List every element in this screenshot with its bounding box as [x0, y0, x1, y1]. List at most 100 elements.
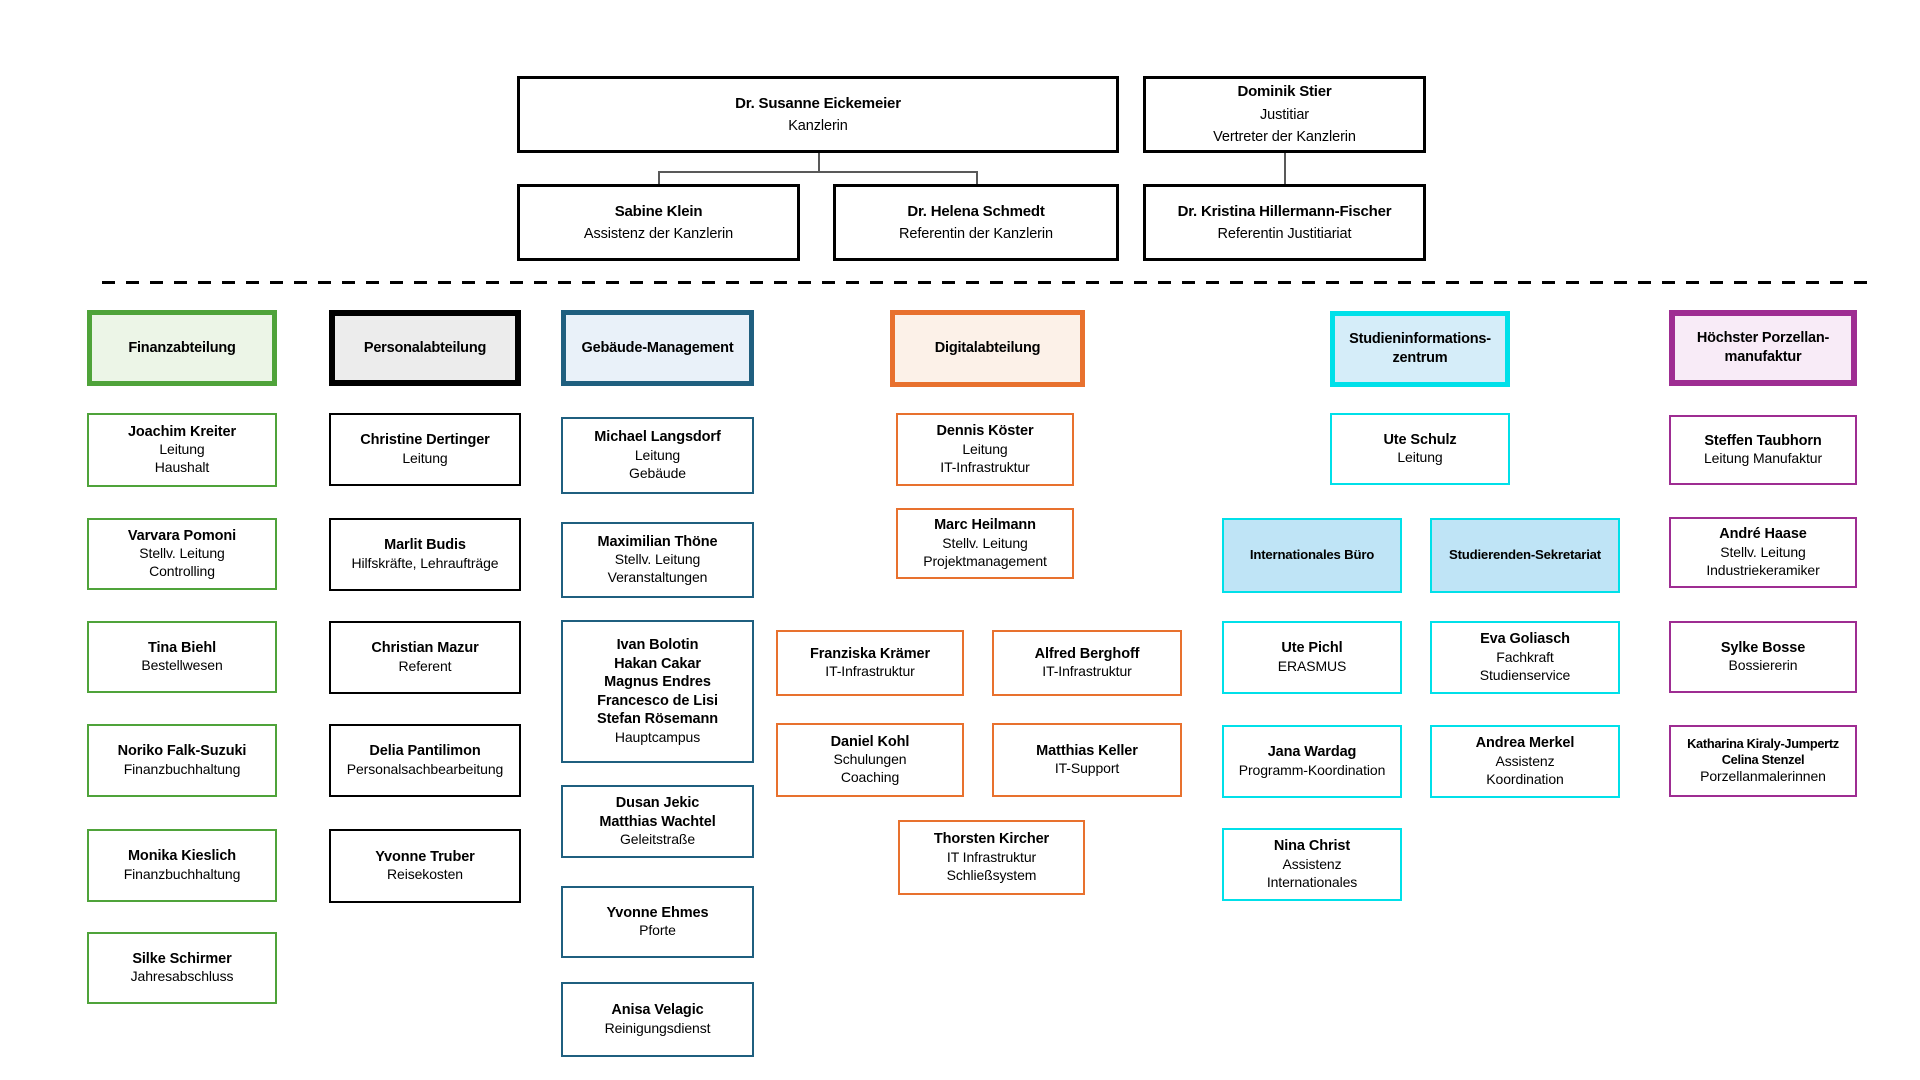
org-box-referentin-kanzlerin: Dr. Helena Schmedt Referentin der Kanzle…: [833, 184, 1119, 261]
person-role: IT-Support: [1054, 760, 1120, 777]
person-role: Schulungen Coaching: [833, 751, 907, 786]
person-role: Leitung Haushalt: [154, 441, 210, 476]
person-role: Reisekosten: [387, 866, 463, 883]
person-name: Delia Pantilimon: [369, 743, 481, 760]
person-role: Porzellanmalerinnen: [1700, 768, 1826, 785]
person-role: Jahresabschluss: [130, 968, 234, 985]
person-name: Daniel Kohl: [830, 733, 910, 750]
org-box-andrea-merkel: Andrea Merkel Assistenz Koordination: [1430, 725, 1620, 798]
org-box-andre-haase: André Haase Stellv. Leitung Industrieker…: [1669, 517, 1857, 588]
org-box-delia-pantilimon: Delia Pantilimon Personalsachbearbeitung: [329, 724, 521, 797]
person-role: Geleitstraße: [619, 831, 696, 848]
person-name: Andrea Merkel: [1475, 735, 1575, 752]
person-role: Assistenz Koordination: [1486, 752, 1564, 787]
person-role: Referentin der Kanzlerin: [899, 225, 1053, 242]
org-box-sylke-bosse: Sylke Bosse Bossiererin: [1669, 621, 1857, 693]
org-box-assistenz-kanzlerin: Sabine Klein Assistenz der Kanzlerin: [517, 184, 800, 261]
person-role: Stellv. Leitung Projektmanagement: [923, 534, 1047, 569]
person-role: Leitung Manufaktur: [1703, 450, 1823, 467]
person-name: Dr. Susanne Eickemeier: [735, 94, 901, 112]
dept-title: Finanzabteilung: [128, 339, 236, 356]
org-box-ute-pichl: Ute Pichl ERASMUS: [1222, 621, 1402, 694]
person-name: Varvara Pomoni: [127, 527, 237, 544]
person-name: Ute Pichl: [1281, 640, 1343, 657]
person-role: Kanzlerin: [788, 117, 848, 134]
org-box-monika-kieslich: Monika Kieslich Finanzbuchhaltung: [87, 829, 277, 902]
person-name: Ivan Bolotin Hakan Cakar Magnus Endres F…: [597, 637, 718, 728]
dept-title: Höchster Porzellan- manufaktur: [1696, 330, 1830, 365]
dept-title: Studieninformations- zentrum: [1349, 331, 1491, 366]
dashed-divider: [102, 281, 1872, 284]
person-role: Assistenz der Kanzlerin: [583, 225, 734, 242]
person-name: Silke Schirmer: [132, 950, 232, 967]
person-name: Matthias Keller: [1036, 742, 1138, 759]
org-box-thorsten-kircher: Thorsten Kircher IT Infrastruktur Schlie…: [898, 820, 1085, 895]
dept-header-digitalabteilung: Digitalabteilung: [890, 310, 1085, 387]
org-box-varvara-pomoni: Varvara Pomoni Stellv. Leitung Controlli…: [87, 518, 277, 590]
person-name: Dominik Stier: [1237, 83, 1332, 101]
person-role: Hauptcampus: [614, 728, 701, 745]
person-name: Marlit Budis: [384, 537, 466, 554]
org-box-eva-goliasch: Eva Goliasch Fachkraft Studienservice: [1430, 621, 1620, 694]
dept-title: Gebäude-Management: [581, 339, 734, 356]
org-box-marc-heilmann: Marc Heilmann Stellv. Leitung Projektman…: [896, 508, 1074, 579]
person-name: Maximilian Thöne: [597, 533, 718, 550]
person-role: IT Infrastruktur Schließsystem: [946, 848, 1037, 883]
org-box-franziska-kraemer: Franziska Krämer IT-Infrastruktur: [776, 630, 964, 696]
person-role: Justitiar Vertreter der Kanzlerin: [1213, 106, 1356, 146]
org-box-hauptcampus-team: Ivan Bolotin Hakan Cakar Magnus Endres F…: [561, 620, 754, 763]
person-name: Thorsten Kircher: [933, 831, 1050, 848]
org-box-dennis-koester: Dennis Köster Leitung IT-Infrastruktur: [896, 413, 1074, 486]
person-role: Stellv. Leitung Industriekeramiker: [1706, 543, 1820, 578]
person-role: Bossiererin: [1728, 657, 1798, 674]
person-name: Alfred Berghoff: [1034, 645, 1140, 662]
person-name: André Haase: [1719, 526, 1807, 543]
subdept-header-internationales-buero: Internationales Büro: [1222, 518, 1402, 593]
org-box-geleitstrasse-team: Dusan Jekic Matthias Wachtel Geleitstraß…: [561, 785, 754, 858]
person-name: Steffen Taubhorn: [1704, 432, 1822, 449]
person-role: IT-Infrastruktur: [1042, 663, 1132, 680]
dept-header-studieninformationszentrum: Studieninformations- zentrum: [1330, 311, 1510, 387]
person-role: Personalsachbearbeitung: [346, 760, 504, 777]
org-box-christian-mazur: Christian Mazur Referent: [329, 621, 521, 694]
person-role: Referent: [398, 657, 452, 674]
person-role: Bestellwesen: [141, 657, 223, 674]
dept-header-finanzabteilung: Finanzabteilung: [87, 310, 277, 386]
org-box-porzellanmalerinnen-team: Katharina Kiraly-Jumpertz Celina Stenzel…: [1669, 725, 1857, 797]
person-name: Eva Goliasch: [1480, 631, 1570, 648]
org-box-maximilian-thoene: Maximilian Thöne Stellv. Leitung Veranst…: [561, 522, 754, 598]
person-role: Referentin Justitiariat: [1217, 225, 1352, 242]
dept-title: Digitalabteilung: [934, 340, 1041, 357]
person-name: Monika Kieslich: [127, 848, 237, 865]
person-role: Assistenz Internationales: [1266, 855, 1358, 890]
org-box-steffen-taubhorn: Steffen Taubhorn Leitung Manufaktur: [1669, 415, 1857, 485]
org-box-daniel-kohl: Daniel Kohl Schulungen Coaching: [776, 723, 964, 797]
person-role: Pforte: [639, 922, 676, 939]
person-role: Stellv. Leitung Veranstaltungen: [607, 551, 708, 586]
person-name: Anisa Velagic: [611, 1002, 704, 1019]
person-name: Noriko Falk-Suzuki: [117, 743, 247, 760]
org-box-michael-langsdorf: Michael Langsdorf Leitung Gebäude: [561, 417, 754, 494]
person-role: Leitung: [1397, 449, 1443, 466]
subdept-header-studierenden-sekretariat: Studierenden-Sekretariat: [1430, 518, 1620, 593]
person-name: Franziska Krämer: [809, 645, 931, 662]
person-name: Michael Langsdorf: [594, 429, 721, 446]
dept-header-personalabteilung: Personalabteilung: [329, 310, 521, 386]
dept-header-gebaeude-management: Gebäude-Management: [561, 310, 754, 386]
connector-line: [658, 171, 660, 184]
org-box-noriko-falk-suzuki: Noriko Falk-Suzuki Finanzbuchhaltung: [87, 724, 277, 797]
org-box-christine-dertinger: Christine Dertinger Leitung: [329, 413, 521, 486]
person-name: Nina Christ: [1273, 838, 1351, 855]
person-role: ERASMUS: [1277, 657, 1347, 674]
person-name: Joachim Kreiter: [127, 423, 237, 440]
person-role: Leitung Gebäude: [629, 446, 686, 481]
connector-line: [976, 171, 978, 184]
person-name: Yvonne Truber: [375, 848, 475, 865]
org-box-yvonne-ehmes: Yvonne Ehmes Pforte: [561, 886, 754, 958]
person-name: Christian Mazur: [371, 640, 479, 657]
org-box-tina-biehl: Tina Biehl Bestellwesen: [87, 621, 277, 693]
person-name: Ute Schulz: [1383, 431, 1457, 448]
person-role: Reinigungsdienst: [604, 1019, 711, 1036]
person-name: Jana Wardag: [1267, 744, 1357, 761]
person-name: Dr. Kristina Hillermann-Fischer: [1177, 202, 1392, 220]
